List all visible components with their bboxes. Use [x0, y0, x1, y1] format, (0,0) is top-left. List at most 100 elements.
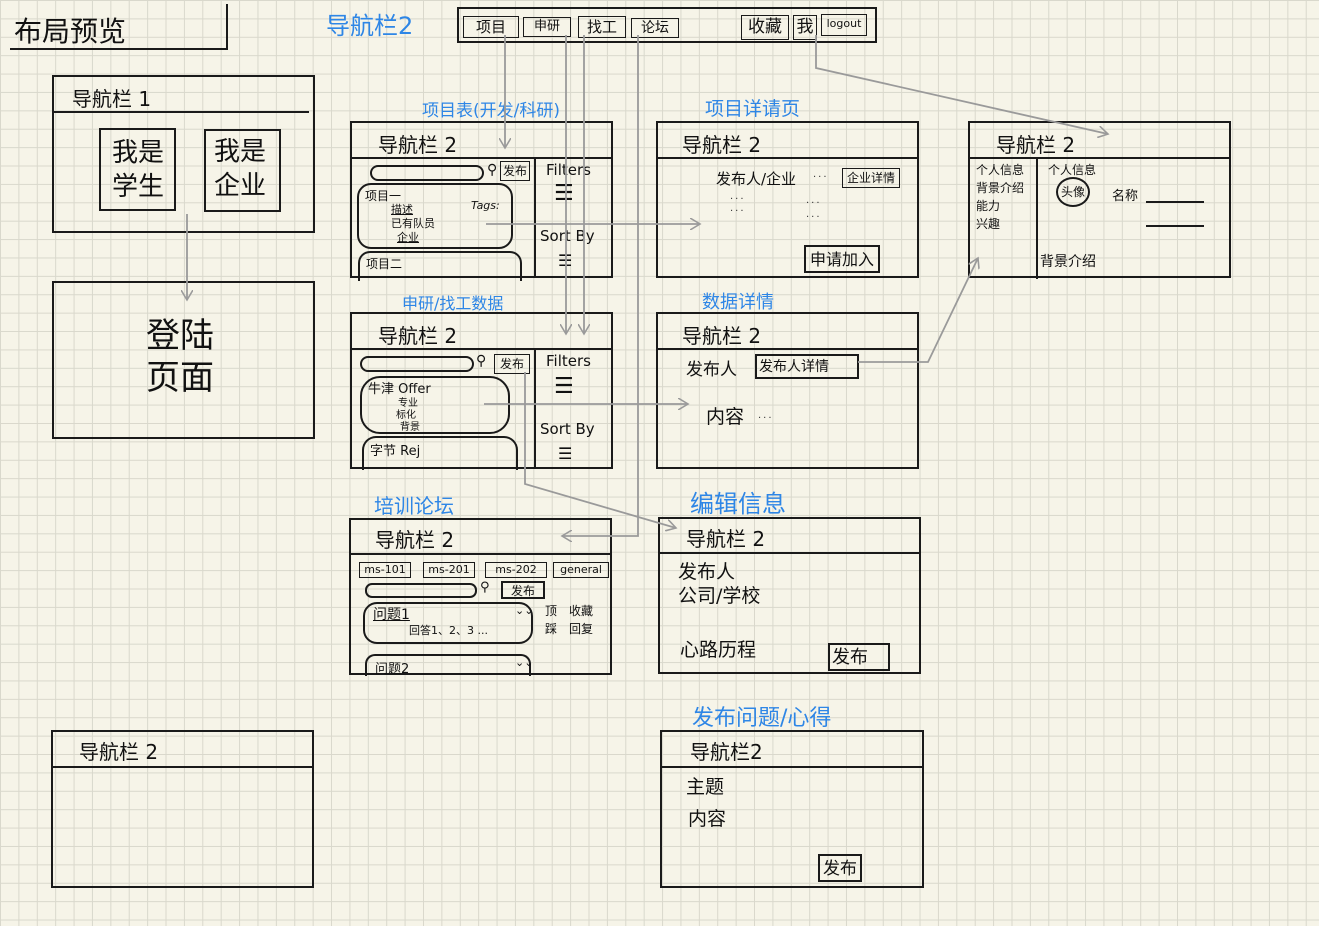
forum-post[interactable]: 问题1 回答1、2、3 ... ⌄⌄	[363, 602, 533, 644]
nav1-header-label: 导航栏 1	[72, 87, 152, 111]
profile-sidebar-item[interactable]: 能力	[976, 199, 1001, 213]
nav-item-forum[interactable]: 论坛	[631, 18, 679, 38]
edit-field-label: 公司/学校	[678, 585, 761, 607]
profile-sidebar-divider	[1036, 159, 1038, 279]
nav2-bar: 项目 申研 找工 论坛 收藏 我 logout	[457, 7, 877, 43]
nav-item-grad-apply[interactable]: 申研	[523, 17, 571, 37]
data-card-field: 标化	[396, 410, 416, 421]
profile-sidebar-item[interactable]: 个人信息	[976, 163, 1025, 177]
landing-page-frame: 导航栏 1 我是学生 我是企业	[52, 75, 315, 233]
project-card[interactable]: 项目一 描述 已有队员 企业 Tags:	[357, 183, 513, 249]
data-publish-button[interactable]: 发布	[494, 354, 530, 374]
data-detail-frame: 导航栏 2 发布人 发布人详情 内容 ...	[656, 312, 919, 469]
forum-tab[interactable]: ms-201	[423, 562, 475, 578]
forum-post[interactable]: 问题2 ⌄⌄	[365, 654, 534, 677]
reply-action[interactable]: 回复	[569, 622, 594, 636]
forum-frame: 导航栏 2 ms-101 ms-201 ms-202 general ⚲ 发布 …	[349, 518, 612, 677]
profile-field-line[interactable]	[1146, 225, 1204, 227]
sort-by-label[interactable]: Sort By	[540, 227, 595, 245]
profile-sidebar-item[interactable]: 背景介绍	[976, 181, 1025, 195]
profile-section-title: 个人信息	[1048, 163, 1097, 177]
post-question-caption: 发布问题/心得	[692, 706, 832, 731]
upvote-action[interactable]: 顶	[545, 604, 558, 618]
nav-item-logout[interactable]: logout	[821, 14, 867, 36]
edit-field-label: 发布人	[678, 561, 736, 583]
blank-page-frame: 导航栏 2	[51, 730, 314, 888]
nav-item-projects[interactable]: 项目	[463, 16, 519, 38]
sort-by-label[interactable]: Sort By	[540, 420, 595, 438]
search-icon[interactable]: ⚲	[480, 580, 490, 595]
profile-sidebar-item[interactable]: 兴趣	[976, 217, 1001, 231]
avatar-label: 头像	[1060, 185, 1085, 199]
expand-icon[interactable]: ⌄⌄	[515, 656, 534, 669]
search-icon[interactable]: ⚲	[476, 353, 487, 369]
project-detail-caption: 项目详请页	[705, 98, 801, 120]
project-publish-button[interactable]: 发布	[500, 161, 530, 181]
project-list-caption: 项目表(开发/科研)	[422, 101, 560, 121]
student-button-label: 我是学生	[111, 138, 164, 202]
post-publish-button[interactable]: 发布	[818, 854, 862, 882]
filter-options-icon[interactable]: ☰	[554, 181, 574, 206]
nav-item-me[interactable]: 我	[793, 15, 817, 40]
search-icon[interactable]: ⚲	[487, 162, 498, 178]
company-detail-button[interactable]: 企业详情	[842, 168, 900, 188]
filters-label[interactable]: Filters	[546, 161, 591, 179]
content-ellipsis: ...	[758, 410, 774, 421]
data-card[interactable]: 字节 Rej	[362, 436, 518, 470]
data-card[interactable]: 牛津 Offer 专业 标化 背景	[360, 376, 510, 434]
blank-page-header: 导航栏 2	[53, 732, 312, 768]
company-button[interactable]: 我是企业	[204, 129, 281, 212]
forum-post-title: 问题2	[375, 662, 410, 677]
edit-info-frame: 导航栏 2 发布人 公司/学校 心路历程 发布	[658, 517, 921, 674]
forum-header: 导航栏 2	[351, 520, 610, 555]
post-field-label: 内容	[688, 808, 727, 830]
profile-name-field[interactable]	[1146, 201, 1204, 203]
project-card-field: 已有队员	[391, 217, 435, 230]
project-card-field: 企业	[397, 231, 419, 244]
project-card-tags: Tags:	[471, 199, 500, 212]
publisher-company-label: 发布人/企业	[716, 170, 797, 188]
project-card[interactable]: 项目二	[358, 251, 522, 281]
publisher-detail-button[interactable]: 发布人详情	[755, 354, 859, 379]
forum-tab[interactable]: general	[553, 562, 609, 578]
sort-options-icon[interactable]: ☰	[558, 251, 573, 270]
filters-label[interactable]: Filters	[546, 352, 591, 370]
edit-info-header: 导航栏 2	[660, 519, 919, 554]
expand-icon[interactable]: ⌄⌄	[515, 604, 534, 617]
nav-item-jobs[interactable]: 找工	[578, 16, 626, 38]
avatar[interactable]: 头像	[1056, 177, 1090, 207]
post-question-header-label: 导航栏2	[690, 740, 763, 764]
project-search-input[interactable]	[370, 165, 484, 181]
downvote-action[interactable]: 踩	[545, 622, 558, 636]
login-page-title: 登陆页面	[146, 316, 214, 398]
edit-field-label: 心路历程	[680, 639, 757, 661]
filter-options-icon[interactable]: ☰	[554, 374, 574, 399]
profile-header-label: 导航栏 2	[996, 133, 1076, 157]
data-card-field: 专业	[398, 398, 418, 409]
company-button-label: 我是企业	[213, 137, 266, 201]
student-button[interactable]: 我是学生	[99, 128, 176, 211]
detail-ellipsis: ...	[806, 209, 822, 220]
forum-publish-button[interactable]: 发布	[501, 581, 545, 599]
data-card-title: 牛津 Offer	[368, 382, 431, 397]
detail-ellipsis: ...	[806, 195, 822, 206]
project-list-frame: 导航栏 2 ⚲ 发布 Filters ☰ Sort By ☰ 项目一 描述 已有…	[350, 121, 613, 281]
forum-tab[interactable]: ms-202	[485, 562, 547, 578]
apply-join-button[interactable]: 申请加入	[804, 245, 880, 273]
data-search-input[interactable]	[360, 356, 474, 372]
data-card-field: 背景	[400, 422, 420, 433]
project-card-title: 项目一	[365, 189, 402, 203]
filter-panel-divider	[534, 159, 536, 277]
filter-panel-divider	[534, 350, 536, 468]
forum-search-input[interactable]	[365, 583, 477, 598]
favorite-action[interactable]: 收藏	[569, 604, 594, 618]
sort-options-icon[interactable]: ☰	[558, 444, 573, 463]
data-list-frame: 导航栏 2 ⚲ 发布 Filters ☰ Sort By ☰ 牛津 Offer …	[350, 312, 613, 470]
page-title: 布局预览	[14, 15, 127, 48]
nav-item-favorites[interactable]: 收藏	[741, 15, 789, 40]
edit-publish-button[interactable]: 发布	[828, 643, 890, 671]
project-list-header-label: 导航栏 2	[378, 133, 458, 157]
project-card-field: 描述	[391, 203, 413, 216]
profile-background-label: 背景介绍	[1040, 254, 1096, 270]
forum-tab[interactable]: ms-101	[359, 562, 411, 578]
